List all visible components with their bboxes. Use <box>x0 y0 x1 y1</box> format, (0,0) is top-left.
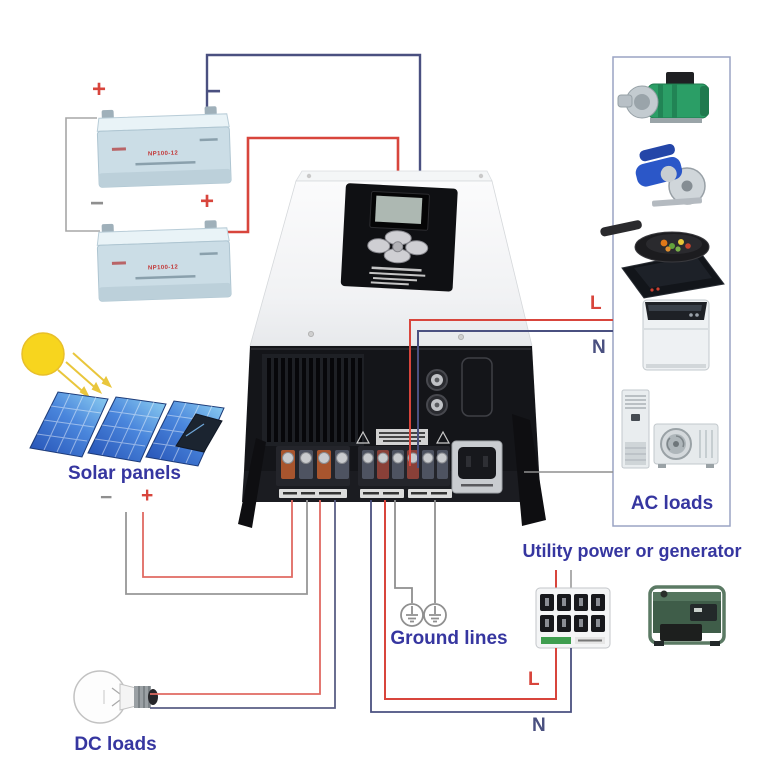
wire-battery-series <box>65 117 100 232</box>
wok-induction-cooker-icon <box>600 220 725 299</box>
warning-label <box>355 429 451 445</box>
control-panel <box>340 183 458 292</box>
battery2-plus-label: + <box>200 188 215 215</box>
battery-terminal <box>204 106 217 116</box>
utility-power-label: Utility power or generator <box>522 541 742 561</box>
wire-dc-positive <box>150 500 321 695</box>
fuse-holders <box>426 369 448 416</box>
inverter <box>238 170 546 528</box>
wires <box>125 319 613 713</box>
water-pump-icon <box>617 72 709 123</box>
terminal-block-ac <box>358 446 450 486</box>
breaker-panel-icon <box>535 570 611 649</box>
blank-plate <box>461 357 493 417</box>
battery-terminal <box>204 220 217 230</box>
wire-battery-positive <box>214 136 400 234</box>
terminal-block-dc <box>276 446 350 486</box>
battery-2 <box>96 220 232 302</box>
battery1-minus-label: − <box>207 78 222 105</box>
solar-panels-label: Solar panels <box>68 463 181 484</box>
wire-utility-neutral <box>370 500 572 713</box>
right-foot <box>512 414 546 526</box>
ac-outlet <box>451 440 503 494</box>
wire-battery-negative <box>205 53 422 176</box>
wire-pv-positive <box>142 500 293 578</box>
wire-pv-negative <box>125 500 308 595</box>
ac-live-label: L <box>590 293 602 314</box>
washing-machine-icon <box>642 299 710 371</box>
earth-icon <box>429 606 441 623</box>
terminal-labels <box>279 489 452 498</box>
wire-ac-neutral <box>417 330 613 468</box>
wire-utility-live <box>384 500 557 700</box>
ground-symbols <box>400 603 447 627</box>
solar-panel-array <box>29 391 225 467</box>
battery2-model: NP100-12 <box>147 264 179 272</box>
wire-dc-negative <box>150 500 336 709</box>
wire-ac-live <box>409 319 613 466</box>
battery1-plus-label: + <box>92 76 107 103</box>
battery2-minus-label: − <box>90 190 105 217</box>
ac-loads-label: AC loads <box>630 493 714 514</box>
dc-loads-label: DC loads <box>74 734 157 755</box>
air-conditioner-icon <box>621 389 719 469</box>
ac-neutral-label: N <box>592 337 606 358</box>
battery-terminal <box>101 223 114 234</box>
utility-live-label: L <box>528 669 540 690</box>
battery-wires <box>65 53 422 234</box>
solar-minus-label: − <box>100 486 113 509</box>
generator-icon <box>648 585 726 646</box>
battery1-model: NP100-12 <box>147 150 179 158</box>
battery-terminal <box>101 109 114 120</box>
ground-lines-label: Ground lines <box>390 628 508 649</box>
left-foot <box>238 438 266 528</box>
utility-neutral-label: N <box>532 715 546 736</box>
navigation-buttons <box>367 230 429 264</box>
light-bulb-icon <box>73 670 158 724</box>
battery-1 <box>96 106 232 188</box>
sun-icon <box>21 332 113 399</box>
solar-plus-label: + <box>141 484 154 507</box>
vent-grille <box>262 354 364 446</box>
tile-cutter-icon <box>635 143 706 207</box>
ac-loads-box <box>600 56 731 527</box>
earth-icon <box>406 606 418 623</box>
wire-ground-1 <box>394 500 413 603</box>
small-solar-panel <box>175 413 223 453</box>
